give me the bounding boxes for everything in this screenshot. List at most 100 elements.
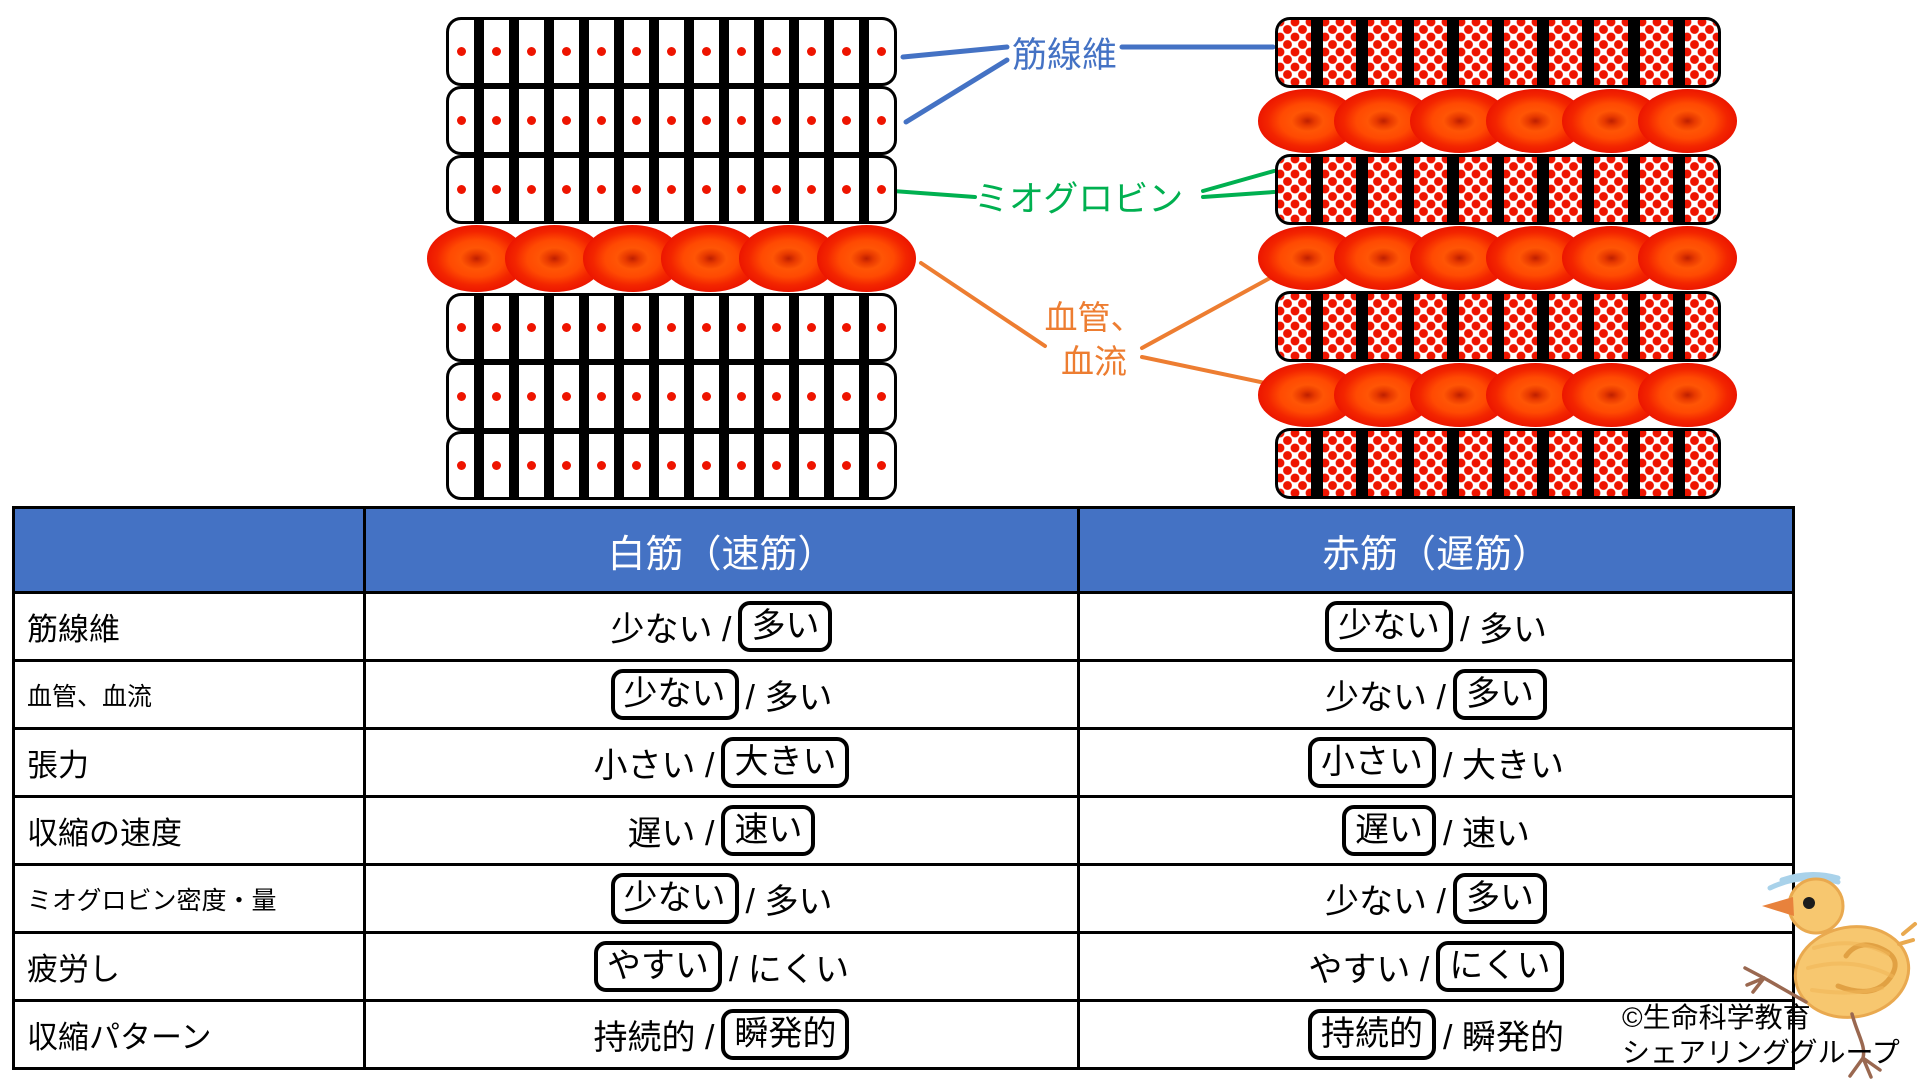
option-text: / 多い (745, 679, 833, 717)
muscle-fiber-cell (834, 365, 859, 428)
credit-line1: ©生命科学教育 (1622, 1002, 1811, 1033)
white-muscle-cell: 小さい /大きい (366, 730, 1080, 795)
muscle-fiber-cell (659, 89, 684, 152)
header-cell-empty (15, 509, 366, 591)
muscle-fiber-cell (659, 434, 684, 497)
muscle-fiber-cell (624, 89, 649, 152)
table-header-row: 白筋（速筋） 赤筋（遅筋） (15, 509, 1792, 591)
muscle-fiber-band (446, 431, 897, 500)
highlighted-option: 速い (721, 805, 816, 856)
vessel-connector-line (919, 261, 1047, 348)
muscle-fiber-cell (1639, 431, 1673, 496)
white-muscle-cell: 少ない/ 多い (366, 866, 1080, 931)
highlighted-option: 多い (738, 601, 833, 652)
muscle-fiber-cell (1368, 20, 1402, 85)
muscle-fiber-cell (519, 365, 544, 428)
vessel-label: 血管、 血流 (1038, 296, 1150, 384)
muscle-fiber-cell (1684, 157, 1718, 222)
muscle-fiber-cell (694, 158, 719, 221)
muscle-fiber-cell (1323, 294, 1357, 359)
red-muscle-cell: 少ない /多い (1080, 866, 1792, 931)
muscle-fiber-cell (869, 434, 894, 497)
red-blood-cell (1638, 226, 1737, 290)
muscle-fiber-cell (729, 158, 754, 221)
muscle-fiber-cell (869, 158, 894, 221)
row-label: ミオグロビン密度・量 (15, 866, 366, 931)
muscle-fiber-cell (1549, 294, 1583, 359)
row-label: 収縮の速度 (15, 798, 366, 863)
muscle-fiber-cell (764, 434, 789, 497)
white-muscle-cell: 少ない /多い (366, 594, 1080, 659)
white-muscle-cell: 少ない/ 多い (366, 662, 1080, 727)
muscle-fiber-cell (659, 158, 684, 221)
red-muscle-cell: 持続的/ 瞬発的 (1080, 1002, 1792, 1067)
muscle-fiber-band (446, 155, 897, 224)
muscle-fiber-cell (1323, 431, 1357, 496)
muscle-fiber-cell (1368, 431, 1402, 496)
red-muscle-cell: 少ない/ 多い (1080, 594, 1792, 659)
muscle-fiber-cell (484, 89, 509, 152)
muscle-fiber-cell (1594, 294, 1628, 359)
muscle-fiber-cell (449, 158, 474, 221)
row-label: 筋線維 (15, 594, 366, 659)
credit-line2: シェアリンググループ (1622, 1037, 1900, 1068)
muscle-fiber-band (446, 17, 897, 86)
myoglobin-label: ミオグロビン (974, 180, 1184, 219)
muscle-fiber-cell (659, 20, 684, 83)
muscle-fiber-cell (1278, 20, 1312, 85)
table-row: 張力小さい /大きい小さい/ 大きい (15, 727, 1792, 795)
vessel-connector-line (1140, 355, 1272, 386)
muscle-fiber-cell (624, 365, 649, 428)
muscle-fiber-cell (694, 434, 719, 497)
muscle-fiber-cell (519, 20, 544, 83)
muscle-fiber-cell (834, 20, 859, 83)
option-text: 少ない / (610, 611, 732, 649)
option-text: 少ない / (1325, 883, 1446, 921)
muscle-fiber-cell (1278, 294, 1312, 359)
highlighted-option: 瞬発的 (721, 1009, 850, 1060)
muscle-fiber-cell (1504, 294, 1538, 359)
table-row: 収縮パターン持続的 /瞬発的持続的/ 瞬発的 (15, 999, 1792, 1067)
blood-vessel-row (427, 224, 916, 293)
highlighted-option: やすい (593, 941, 722, 992)
muscle-fiber-cell (834, 158, 859, 221)
muscle-fiber-cell (484, 158, 509, 221)
muscle-fiber-cell (1458, 431, 1493, 496)
muscle-fiber-cell (589, 296, 614, 359)
muscle-fiber-band (1275, 154, 1721, 225)
muscle-fiber-cell (554, 89, 579, 152)
highlighted-option: 少ない (610, 873, 739, 924)
highlighted-option: 持続的 (1308, 1009, 1437, 1060)
muscle-fiber-cell (589, 20, 614, 83)
muscle-fiber-cell (1413, 294, 1447, 359)
muscle-fiber-cell (1549, 20, 1583, 85)
option-text: / 瞬発的 (1443, 1019, 1564, 1057)
highlighted-option: 大きい (721, 737, 850, 788)
red-muscle-cell: 小さい/ 大きい (1080, 730, 1792, 795)
red-muscle-block (1258, 17, 1737, 499)
fiber-connector-line (903, 57, 1010, 125)
muscle-fiber-cell (554, 434, 579, 497)
muscle-fiber-cell (694, 296, 719, 359)
highlighted-option: 多い (1452, 669, 1547, 720)
row-label: 収縮パターン (15, 1002, 366, 1067)
muscle-fiber-cell (1549, 157, 1583, 222)
option-text: やすい / (1308, 951, 1430, 989)
muscle-fiber-cell (589, 89, 614, 152)
red-blood-cell (1638, 363, 1737, 427)
muscle-fiber-cell (729, 20, 754, 83)
muscle-fiber-cell (1458, 294, 1493, 359)
white-muscle-cell: やすい/ にくい (366, 934, 1080, 999)
muscle-fiber-cell (519, 434, 544, 497)
option-text: / 大きい (1443, 747, 1564, 785)
highlighted-option: にくい (1436, 941, 1564, 992)
highlighted-option: 多い (1452, 873, 1547, 924)
blood-vessel-row (1258, 225, 1738, 291)
myoglobin-connector-line (1201, 169, 1276, 193)
muscle-fiber-cell (624, 434, 649, 497)
muscle-fiber-cell (484, 365, 509, 428)
blood-vessel-row (1258, 88, 1738, 154)
muscle-fiber-cell (554, 365, 579, 428)
muscle-fiber-band (1275, 17, 1721, 88)
option-text: / 速い (1443, 815, 1530, 853)
